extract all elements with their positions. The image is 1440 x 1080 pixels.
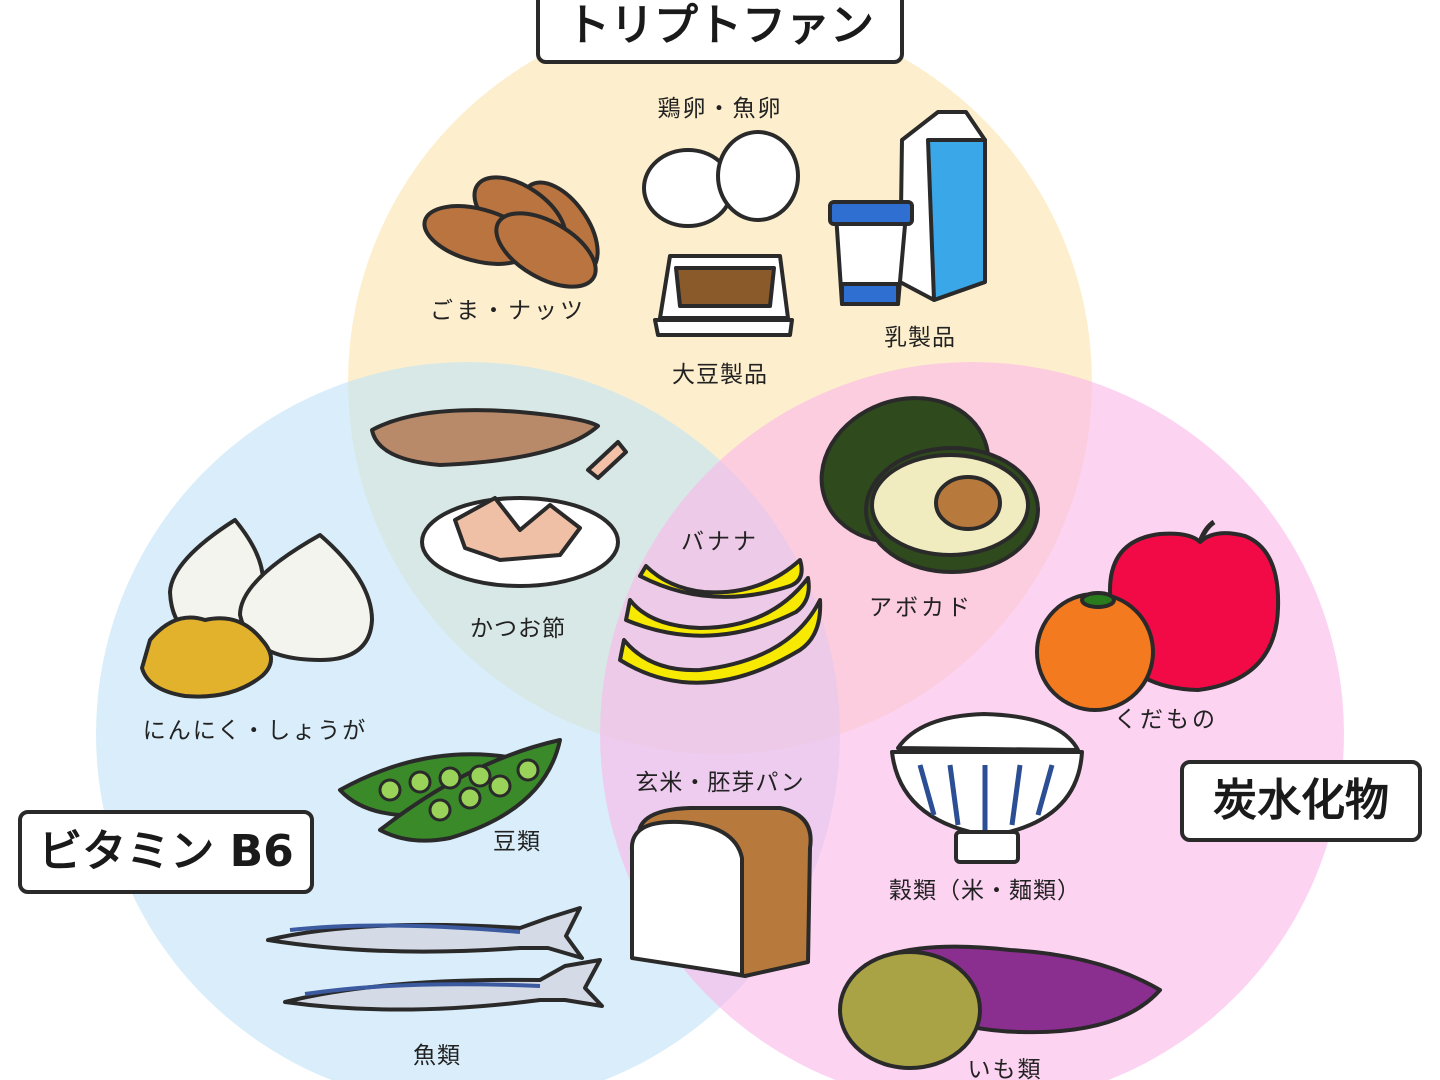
label-fish: 魚類: [413, 1043, 461, 1069]
fish-illustration: [266, 906, 604, 1012]
label-brown-rice: 玄米・胚芽パン: [635, 770, 804, 796]
bread-illustration: [629, 806, 813, 978]
eggs-illustration: [642, 130, 800, 228]
label-bonito: かつお節: [470, 616, 566, 642]
label-beans: 豆類: [493, 829, 541, 855]
label-fruit: くだもの: [1114, 707, 1218, 733]
label-eggs: 鶏卵・魚卵: [658, 96, 783, 122]
item-labels: 鶏卵・魚卵 ごま・ナッツ 大豆製品 乳製品 かつお節 バナナ アボカド にんにく…: [143, 96, 1218, 1080]
title-vitamin-b6-text: ビタミン B6: [38, 826, 294, 877]
dairy-illustration: [828, 110, 987, 306]
peas-illustration: [338, 738, 562, 843]
label-nuts: ごま・ナッツ: [430, 298, 586, 324]
rice-bowl-illustration: [890, 712, 1084, 864]
garlic-ginger-illustration: [140, 518, 374, 699]
bonito-illustration: [370, 408, 628, 588]
banana-illustration: [618, 558, 823, 685]
label-avocado: アボカド: [869, 595, 973, 621]
natto-illustration: [653, 254, 794, 337]
avocado-illustration: [819, 396, 1040, 574]
title-tryptophan-text: トリプトファン: [566, 0, 874, 51]
label-soy: 大豆製品: [672, 362, 768, 388]
title-tryptophan: トリプトファン: [536, 0, 904, 64]
label-banana: バナナ: [681, 529, 759, 555]
title-carbohydrate: 炭水化物: [1180, 760, 1422, 842]
nuts-illustration: [422, 175, 600, 289]
label-grains: 穀類（米・麺類）: [889, 878, 1081, 904]
label-dairy: 乳製品: [884, 325, 956, 351]
potatoes-illustration: [838, 944, 1162, 1070]
fruit-illustration: [1035, 519, 1281, 712]
title-carbohydrate-text: 炭水化物: [1213, 775, 1389, 826]
label-potatoes: いも類: [968, 1057, 1043, 1080]
title-vitamin-b6: ビタミン B6: [18, 810, 314, 894]
label-garlic: にんにく・しょうが: [143, 718, 368, 744]
